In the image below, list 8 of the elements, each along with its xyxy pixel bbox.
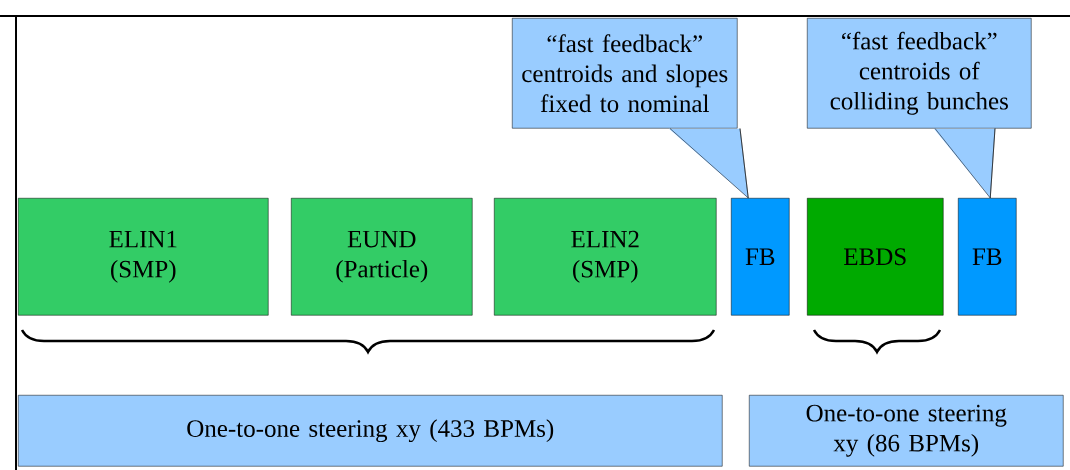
process-box: EUND (Particle) [291, 198, 473, 316]
steering-band: One-to-one steering xy (86 BPMs) [749, 395, 1064, 467]
steering-band: One-to-one steering xy (433 BPMs) [18, 395, 723, 467]
process-box: ELIN1 (SMP) [18, 198, 269, 316]
process-box: ELIN2 (SMP) [494, 198, 717, 316]
feedback-box: FB [958, 198, 1017, 316]
process-box: EBDS [807, 198, 944, 316]
feedback-box: FB [731, 198, 790, 316]
